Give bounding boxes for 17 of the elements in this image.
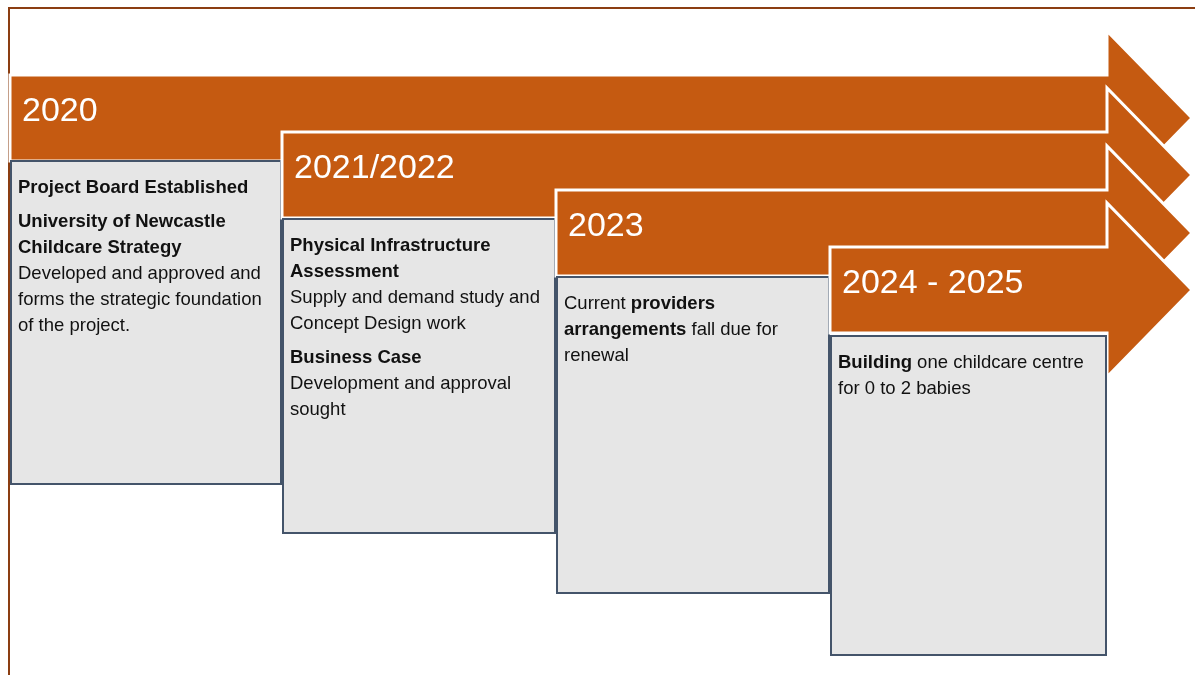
milestone-box [830,335,1107,656]
milestone-box [282,218,556,534]
milestone-text: Supply and demand study and Concept Design work [290,285,541,335]
milestone-box [556,276,830,594]
year-label: 2020 [22,89,98,129]
milestone-text: Developed and approved and forms the strategic foundation of the project. [18,261,263,337]
milestone-box [10,160,282,485]
milestone-heading: Physical Infrastructure Assessment [290,233,492,283]
year-label: 2024 - 2025 [842,261,1024,301]
milestone-text: Building one childcare centre for 0 to 2 babies [838,350,1085,400]
milestone-heading: Business Case [290,345,423,369]
milestone-text: Current providers arrangements fall due for renewal [564,291,779,367]
year-label: 2023 [568,204,644,244]
milestone-heading: Project Board Established [18,175,250,199]
milestone-heading: University of Newcastle Childcare Strategy [18,209,227,259]
year-label: 2021/2022 [294,146,455,186]
milestone-text: Development and approval sought [290,371,513,421]
